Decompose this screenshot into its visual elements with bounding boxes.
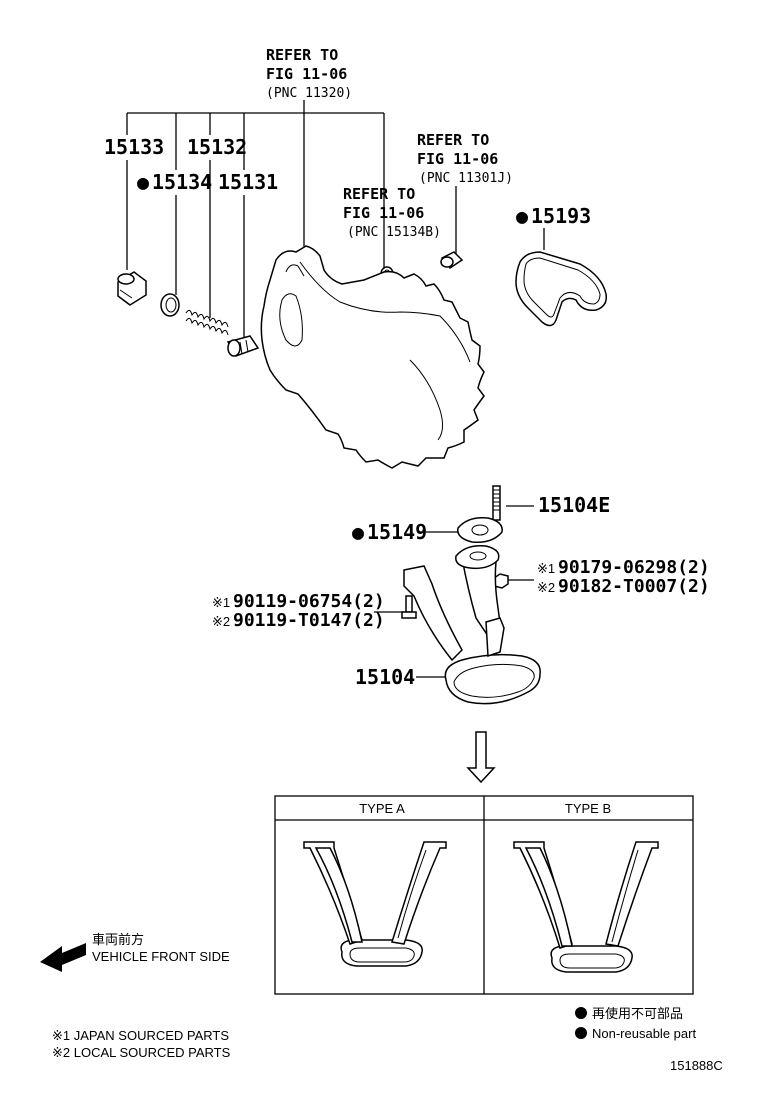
- label-15193: 15193: [531, 204, 591, 228]
- label-nut-jp: 90179-06298(2): [558, 557, 710, 578]
- legend-nonreusable-jp: 再使用不可部品: [592, 1006, 683, 1021]
- ref-right-line3: (PNC 11301J): [419, 171, 513, 186]
- bolt: [401, 595, 417, 619]
- label-15149: 15149: [367, 520, 427, 544]
- ref-top-line1: REFER TO: [266, 46, 338, 64]
- legend-local-sourced: ※2 LOCAL SOURCED PARTS: [52, 1045, 231, 1060]
- stud-15104E: [492, 485, 501, 521]
- mark-nut-local: ※2: [537, 580, 555, 595]
- plug-15133: [117, 271, 147, 306]
- ref-mid-line3: (PNC 15134B): [347, 225, 441, 240]
- type-b-header: TYPE B: [565, 801, 611, 816]
- mark-nut-jp: ※1: [537, 561, 555, 576]
- gasket-15149: [457, 516, 503, 544]
- label-bolt-jp: 90119-06754(2): [233, 591, 385, 612]
- plug-11301j: [440, 251, 464, 270]
- ref-right-line1: REFER TO: [417, 131, 489, 149]
- label-15104E: 15104E: [538, 493, 610, 517]
- figure-id: 151888C: [670, 1058, 723, 1073]
- transmission-case: [260, 245, 485, 469]
- label-nut-local: 90182-T0007(2): [558, 576, 710, 597]
- mark-bolt-local: ※2: [212, 614, 230, 629]
- direction-label-en: VEHICLE FRONT SIDE: [92, 949, 230, 964]
- type-b-strainer: [513, 841, 659, 973]
- ref-right-line2: FIG 11-06: [417, 150, 498, 168]
- dot-15134: ●: [137, 170, 149, 194]
- mark-bolt-jp: ※1: [212, 595, 230, 610]
- dot-15193: ●: [516, 204, 528, 228]
- nonreusable-dot-icon-2: [575, 1027, 587, 1039]
- label-15133: 15133: [104, 135, 164, 159]
- ref-top-line2: FIG 11-06: [266, 65, 347, 83]
- legend-japan-sourced: ※1 JAPAN SOURCED PARTS: [52, 1028, 229, 1043]
- type-a-header: TYPE A: [359, 801, 405, 816]
- valve-15131: [226, 335, 260, 357]
- ring-15134: [160, 293, 180, 317]
- ref-mid-line2: FIG 11-06: [343, 204, 424, 222]
- oil-strainer-15104: [403, 544, 541, 705]
- type-a-strainer: [303, 841, 447, 967]
- down-arrow-icon: [466, 731, 496, 784]
- gasket-15193: [515, 251, 608, 327]
- label-15132: 15132: [187, 135, 247, 159]
- label-15134: 15134: [152, 170, 212, 194]
- direction-label-jp: 車両前方: [92, 932, 144, 947]
- ref-top-line3: (PNC 11320): [266, 86, 352, 101]
- ref-mid-line1: REFER TO: [343, 185, 415, 203]
- spring-15132: [185, 309, 229, 336]
- label-15131: 15131: [218, 170, 278, 194]
- label-15104: 15104: [355, 665, 415, 689]
- legend-nonreusable-en: Non-reusable part: [592, 1026, 696, 1041]
- front-arrow-icon: [40, 943, 86, 972]
- nonreusable-dot-icon: [575, 1007, 587, 1019]
- dot-15149: ●: [352, 520, 364, 544]
- callout-bracket: [126, 100, 385, 340]
- label-bolt-local: 90119-T0147(2): [233, 610, 385, 631]
